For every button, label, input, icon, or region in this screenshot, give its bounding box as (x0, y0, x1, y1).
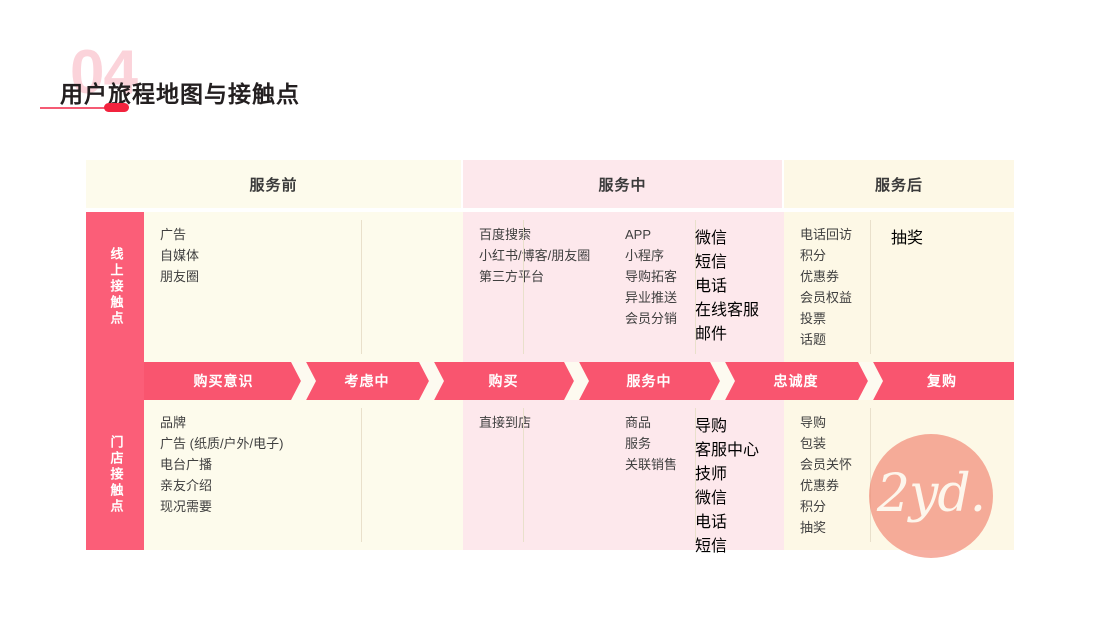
column-divider (523, 408, 524, 542)
phase-header-pre: 服务前 (86, 160, 461, 208)
list-item: 导购 (800, 415, 827, 430)
list-item: 投票 (800, 311, 827, 326)
list-item: APP (625, 227, 652, 242)
list-item: 会员权益 (800, 290, 853, 305)
journey-stage-band: 购买意识 考虑中 购买 服务中 忠诚度 复购 (144, 362, 1014, 400)
column-divider (695, 408, 696, 542)
cell-online-consideration: 百度搜索 小红书/博客/朋友圈 第三方平台 (463, 212, 609, 362)
list-item: 会员关怀 (800, 457, 853, 472)
stage-purchase[interactable]: 购买 (488, 373, 519, 389)
list-item: 包装 (800, 436, 827, 451)
stage-repurchase[interactable]: 复购 (927, 373, 957, 389)
cell-store-awareness: 品牌 广告 (纸质/户外/电子) 电台广播 亲友介绍 现况需要 (144, 400, 389, 550)
stage-consideration[interactable]: 考虑中 (344, 373, 390, 389)
cell-online-awareness: 广告 自媒体 朋友圈 (144, 212, 389, 362)
phase-header-during: 服务中 (463, 160, 782, 208)
list-item: 导购拓客 (625, 269, 678, 284)
list-item: 第三方平台 (479, 269, 545, 284)
list-item: 在线客服 (695, 302, 760, 319)
section-number-watermark: 04 (70, 38, 138, 107)
store-touchpoints-row: 品牌 广告 (纸质/户外/电子) 电台广播 亲友介绍 现况需要 直接到店 商品 … (144, 400, 1014, 550)
column-divider (361, 220, 362, 354)
column-divider (870, 408, 871, 542)
row-label-bar (86, 212, 144, 550)
stage-service[interactable]: 服务中 (626, 373, 672, 389)
cell-online-awareness-spacer (389, 212, 463, 362)
list-item-extra: 抽奖 (891, 230, 924, 247)
cell-store-consideration: 直接到店 (463, 400, 609, 550)
stage-loyalty[interactable]: 忠诚度 (773, 373, 819, 389)
cell-store-service-items: 导购 客服中心 技师 微信 电话 短信 (695, 412, 759, 556)
column-divider (361, 408, 362, 542)
list-item: 服务 (625, 436, 652, 451)
title-rule-thin (40, 107, 108, 109)
list-item: 会员分销 (625, 311, 678, 326)
list-item: 小红书/博客/朋友圈 (479, 248, 591, 263)
list-item: 抽奖 (800, 520, 827, 535)
column-divider (870, 220, 871, 354)
list-item: 电话回访 (800, 227, 853, 242)
row-label-store: 门店接触点 (108, 435, 124, 515)
cell-online-service-items: 微信 短信 电话 在线客服 邮件 (695, 224, 759, 344)
list-item: 微信 (695, 490, 728, 507)
list-item: 电话 (695, 514, 728, 531)
cell-online-loyalty: 电话回访 积分 优惠券 会员权益 投票 话题 (784, 212, 1014, 362)
brand-watermark-logo: 2yd. (869, 434, 993, 558)
list-item: 优惠券 (800, 269, 840, 284)
list-item: 技师 (695, 466, 728, 483)
list-item: 小程序 (625, 248, 665, 263)
list-item: 关联销售 (625, 457, 678, 472)
list-item: 百度搜索 (479, 227, 532, 242)
title-block: 04 用户旅程地图与接触点 (0, 0, 1100, 140)
list-item: 短信 (695, 254, 728, 271)
list-item: 优惠券 (800, 478, 840, 493)
list-item: 电话 (695, 278, 728, 295)
list-item: 直接到店 (479, 415, 532, 430)
phase-header-row: 服务前 服务中 服务后 (86, 160, 1014, 208)
column-divider (695, 220, 696, 354)
list-item: 异业推送 (625, 290, 678, 305)
list-item: 朋友圈 (160, 269, 200, 284)
list-item: 积分 (800, 248, 827, 263)
list-item: 亲友介绍 (160, 478, 213, 493)
list-item: 短信 (695, 538, 728, 555)
online-touchpoints-row: 广告 自媒体 朋友圈 百度搜索 小红书/博客/朋友圈 第三方平台 APP 小程序… (144, 212, 1014, 362)
list-item: 客服中心 (695, 442, 760, 459)
phase-header-post: 服务后 (784, 160, 1014, 208)
list-item: 广告 (纸质/户外/电子) (160, 436, 284, 451)
stage-awareness[interactable]: 购买意识 (193, 373, 254, 389)
list-item: 积分 (800, 499, 827, 514)
page-title: 用户旅程地图与接触点 (60, 81, 300, 108)
list-item: 电台广播 (160, 457, 213, 472)
list-item: 邮件 (695, 326, 728, 343)
list-item: 话题 (800, 332, 827, 347)
title-rule-accent (104, 103, 129, 112)
list-item: 现况需要 (160, 499, 213, 514)
list-item: 自媒体 (160, 248, 200, 263)
list-item: 广告 (160, 227, 187, 242)
list-item: 品牌 (160, 415, 187, 430)
brand-watermark-text: 2yd. (876, 464, 986, 524)
column-divider (523, 220, 524, 354)
list-item: 商品 (625, 415, 652, 430)
cell-store-awareness-spacer (389, 400, 463, 550)
cell-online-purchase: APP 小程序 导购拓客 异业推送 会员分销 (609, 212, 784, 362)
row-label-online: 线上接触点 (108, 247, 124, 327)
cell-store-purchase: 商品 服务 关联销售 (609, 400, 784, 550)
list-item: 导购 (695, 418, 728, 435)
journey-map-diagram: 服务前 服务中 服务后 线上接触点 门店接触点 广告 自媒体 朋友圈 百度搜索 … (86, 160, 1014, 555)
list-item: 微信 (695, 230, 728, 247)
